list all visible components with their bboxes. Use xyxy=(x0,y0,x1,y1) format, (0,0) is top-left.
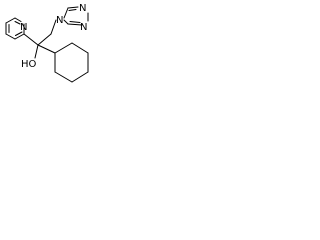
bond xyxy=(15,31,23,36)
hydroxyl-label: HO xyxy=(21,59,37,70)
triazole-nitrogen-1: N xyxy=(56,15,63,26)
bond xyxy=(5,17,16,24)
bond xyxy=(63,19,69,25)
bond xyxy=(63,7,69,19)
triazole-nitrogen-4: N xyxy=(80,22,87,33)
bond xyxy=(68,9,77,11)
bond xyxy=(67,23,83,26)
bond xyxy=(14,21,21,25)
bond xyxy=(54,71,73,83)
chemical-structure: N HO N N N xyxy=(5,3,89,83)
bond xyxy=(34,44,39,59)
bond xyxy=(14,17,22,22)
bond xyxy=(37,33,52,46)
bond xyxy=(71,71,89,83)
triazole-nitrogen-2: N xyxy=(79,3,86,14)
pyridine-ring xyxy=(5,17,25,40)
pyridine-nitrogen: N xyxy=(20,22,27,33)
triazole-ring xyxy=(63,6,89,26)
bond xyxy=(14,33,25,40)
bond xyxy=(23,33,39,46)
bond xyxy=(37,44,56,54)
bond xyxy=(50,19,57,35)
bond xyxy=(54,42,73,54)
bond xyxy=(5,33,16,40)
bond xyxy=(71,42,89,54)
bond xyxy=(69,21,81,23)
cyclohexane-ring xyxy=(54,42,89,83)
bond xyxy=(67,6,79,9)
